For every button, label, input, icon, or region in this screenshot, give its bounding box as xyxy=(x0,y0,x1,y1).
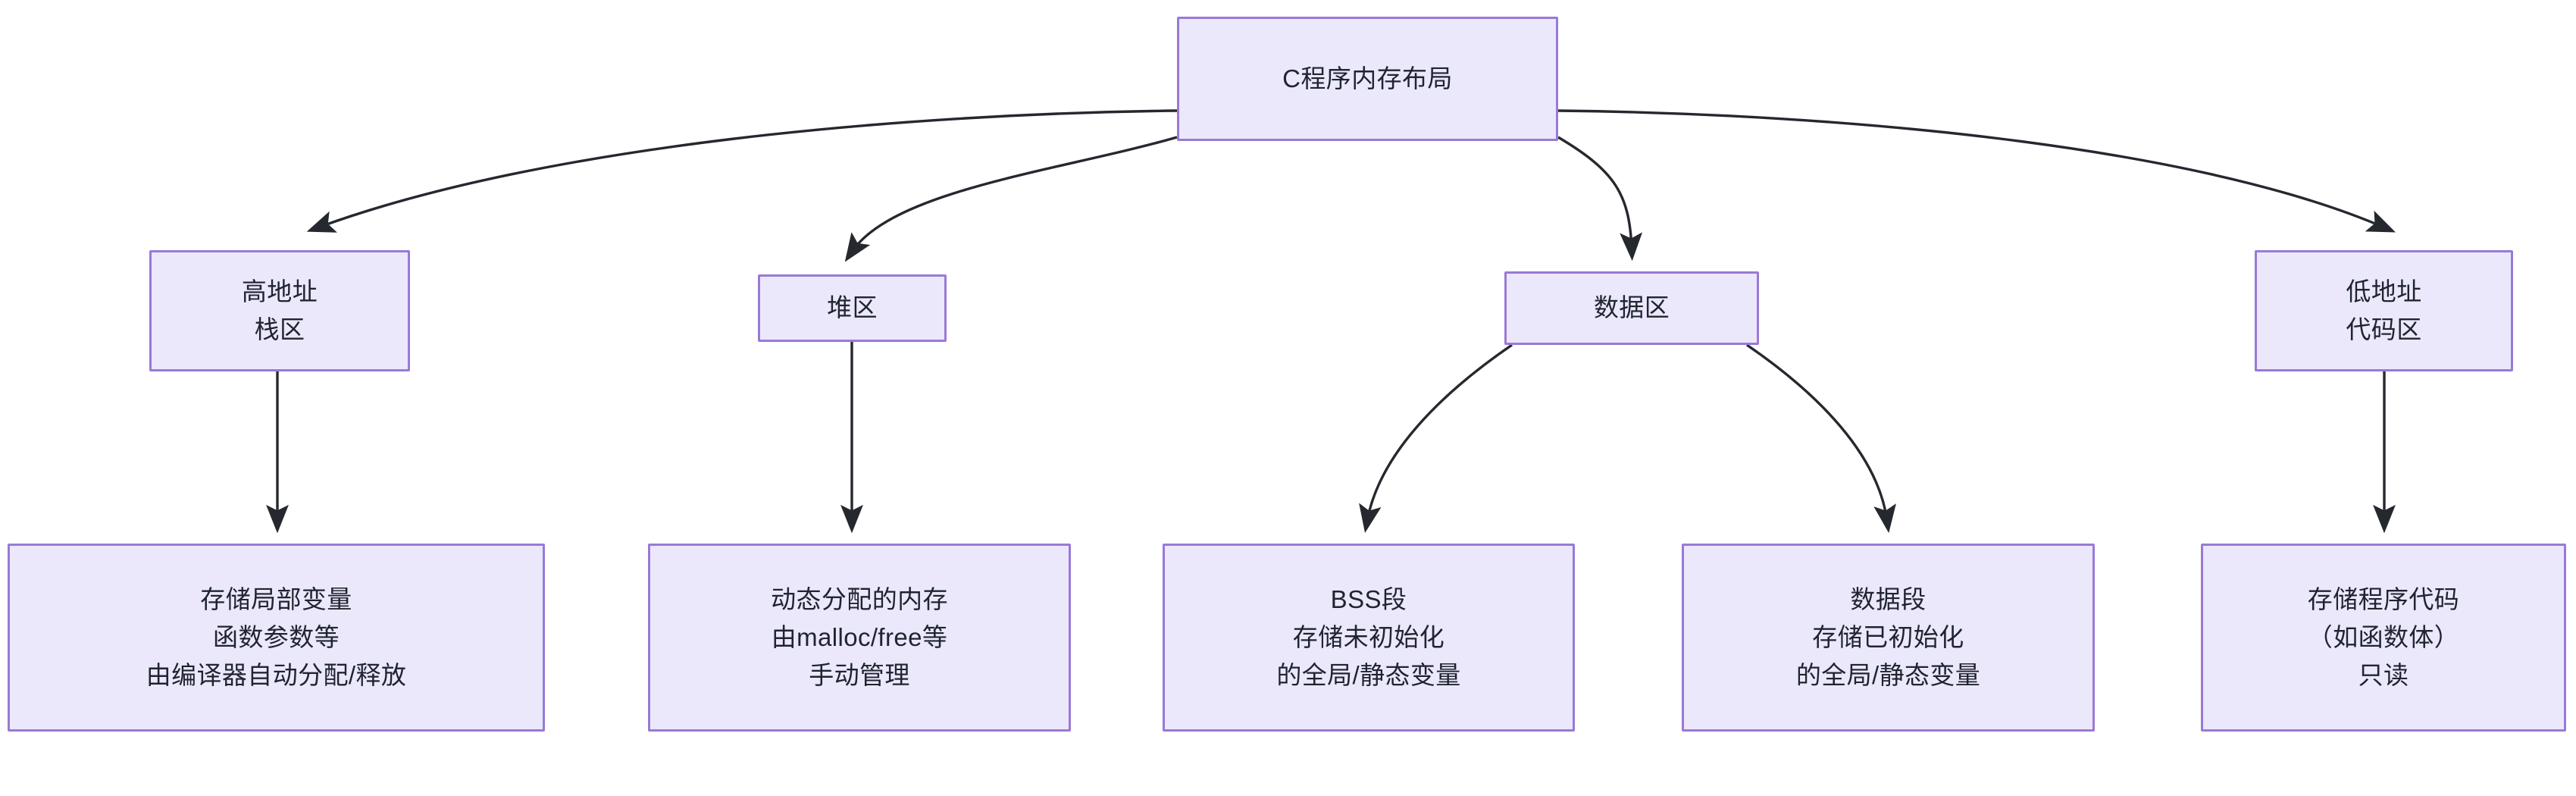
node-text-line: 数据区 xyxy=(1593,293,1670,322)
node-text-line: 存储已初始化 xyxy=(1812,622,1964,651)
node-text-line: 手动管理 xyxy=(809,661,910,690)
node-text-line: C程序内存布局 xyxy=(1282,64,1453,92)
root-node[interactable]: C程序内存布局 xyxy=(1177,17,1558,141)
node-text-line: 的全局/静态变量 xyxy=(1795,661,1981,690)
bss-segment-node[interactable]: BSS段存储未初始化的全局/静态变量 xyxy=(1163,544,1575,732)
node-text-line: 的全局/静态变量 xyxy=(1276,661,1461,690)
node-text-line: 由编译器自动分配/释放 xyxy=(146,661,407,690)
stack-region-node[interactable]: 高地址栈区 xyxy=(149,250,410,371)
node-text-line: 由malloc/free等 xyxy=(771,622,948,651)
node-text-line: 代码区 xyxy=(2346,315,2422,343)
code-detail-node[interactable]: 存储程序代码 （如函数体） 只读 xyxy=(2201,544,2566,732)
edge-root-to-code xyxy=(1557,109,2396,233)
edge-data-to-bss xyxy=(1359,343,1513,534)
node-text-line: 存储局部变量 xyxy=(200,584,352,613)
node-text-line: 存储未初始化 xyxy=(1292,622,1445,651)
node-text-line: 堆区 xyxy=(827,293,878,322)
node-text-line: 只读 xyxy=(2358,661,2409,690)
heap-detail-node[interactable]: 动态分配的内存由malloc/free等手动管理 xyxy=(648,544,1071,732)
node-text-line: 栈区 xyxy=(254,315,305,343)
data-region-node[interactable]: 数据区 xyxy=(1504,271,1759,345)
node-text-line: 高地址 xyxy=(241,277,318,306)
node-text-line: 函数参数等 xyxy=(213,622,340,651)
node-text-line: BSS段 xyxy=(1330,584,1407,613)
stack-detail-node[interactable]: 存储局部变量函数参数等由编译器自动分配/释放 xyxy=(8,544,545,732)
code-region-node[interactable]: 低地址代码区 xyxy=(2255,250,2513,371)
node-text-line: 数据段 xyxy=(1850,584,1927,613)
edges-group xyxy=(266,109,2396,534)
edge-root-to-stack xyxy=(306,109,1178,233)
edge-root-to-heap xyxy=(844,136,1178,262)
node-text-line: （如函数体） xyxy=(2307,622,2460,651)
node-text-line: 动态分配的内存 xyxy=(771,584,948,613)
node-text-line: 低地址 xyxy=(2346,277,2422,306)
heap-region-node[interactable]: 堆区 xyxy=(758,274,947,342)
node-text-line: 存储程序代码 xyxy=(2307,584,2460,613)
edge-root-to-data xyxy=(1557,136,1643,262)
edge-data-to-datadetail xyxy=(1746,343,1896,534)
data-segment-node[interactable]: 数据段存储已初始化的全局/静态变量 xyxy=(1682,544,2095,732)
